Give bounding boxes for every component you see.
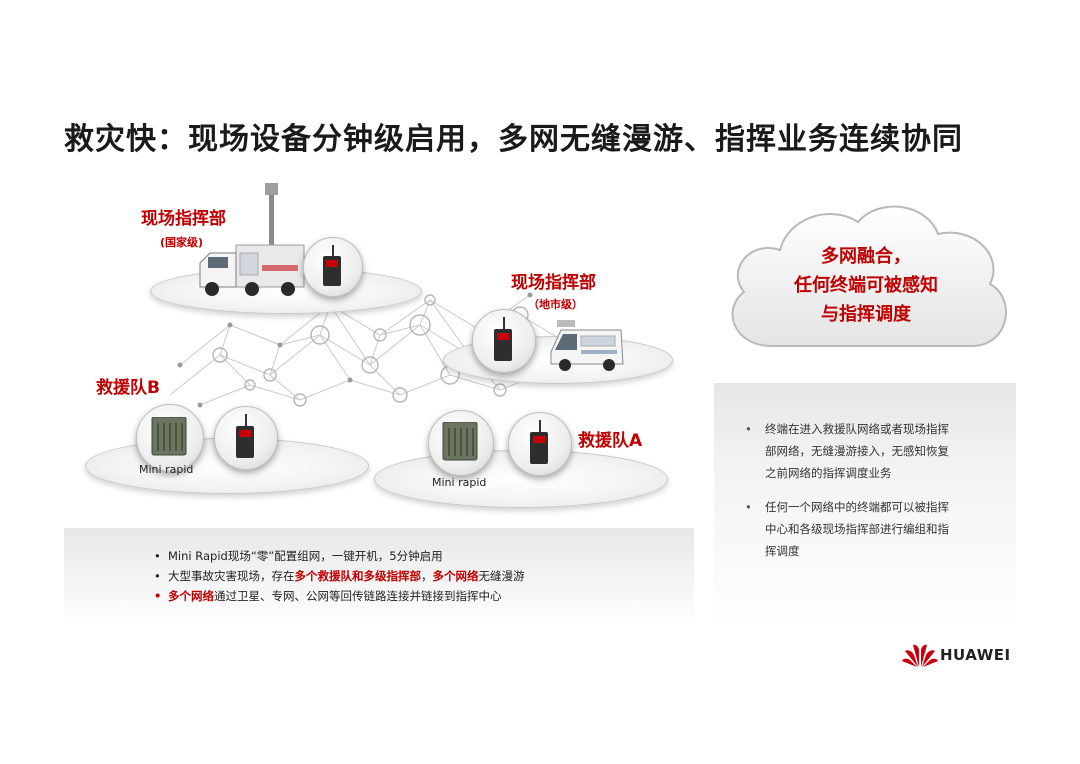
municipal-site-label: 现场指挥部 (511, 268, 596, 293)
detail-bullet-list: • 终端在进入救援队网络或者现场指挥 部网络，无缝漫游接入，无感知恢复 之前网络… (745, 418, 995, 574)
team-a-label: 救援队A (578, 426, 642, 451)
team-b-device-label: Mini rapid (139, 463, 193, 476)
cloud-line: 多网融合， (752, 242, 980, 271)
list-item: • 终端在进入救援队网络或者现场指挥 部网络，无缝漫游接入，无感知恢复 之前网络… (745, 418, 995, 484)
cloud-line: 与指挥调度 (752, 300, 980, 329)
team-b-label: 救援队B (96, 373, 160, 398)
summary-bullet-list: •Mini Rapid现场“零”配置组网，一键开机，5分钟启用 •大型事故灾害现… (154, 546, 525, 606)
cloud-line: 任何终端可被感知 (752, 271, 980, 300)
command-van-icon (547, 318, 627, 374)
list-item: •多个网络通过卫星、专网、公网等回传链路连接并链接到指挥中心 (154, 586, 525, 606)
list-item: • 任何一个网络中的终端都可以被指挥 中心和各级现场指挥部进行编组和指 挥调度 (745, 496, 995, 562)
mini-rapid-device-icon (150, 417, 188, 457)
radio-terminal-icon (527, 420, 551, 466)
cloud-message: 多网融合， 任何终端可被感知 与指挥调度 (752, 242, 980, 329)
municipal-site-sublabel: （地市级） (528, 296, 583, 312)
radio-terminal-icon (491, 317, 515, 363)
mini-rapid-device-icon (441, 422, 479, 462)
brand-name: HUAWEI (940, 646, 1011, 664)
huawei-logo-icon (902, 641, 938, 669)
list-item: •Mini Rapid现场“零”配置组网，一键开机，5分钟启用 (154, 546, 525, 566)
list-item: •大型事故灾害现场，存在多个救援队和多级指挥部，多个网络无缝漫游 (154, 566, 525, 586)
command-truck-icon (196, 183, 308, 299)
page-title: 救灾快：现场设备分钟级启用，多网无缝漫游、指挥业务连续协同 (64, 114, 963, 158)
radio-terminal-icon (233, 414, 257, 460)
radio-terminal-icon (320, 245, 344, 287)
team-a-device-label: Mini rapid (432, 476, 486, 489)
